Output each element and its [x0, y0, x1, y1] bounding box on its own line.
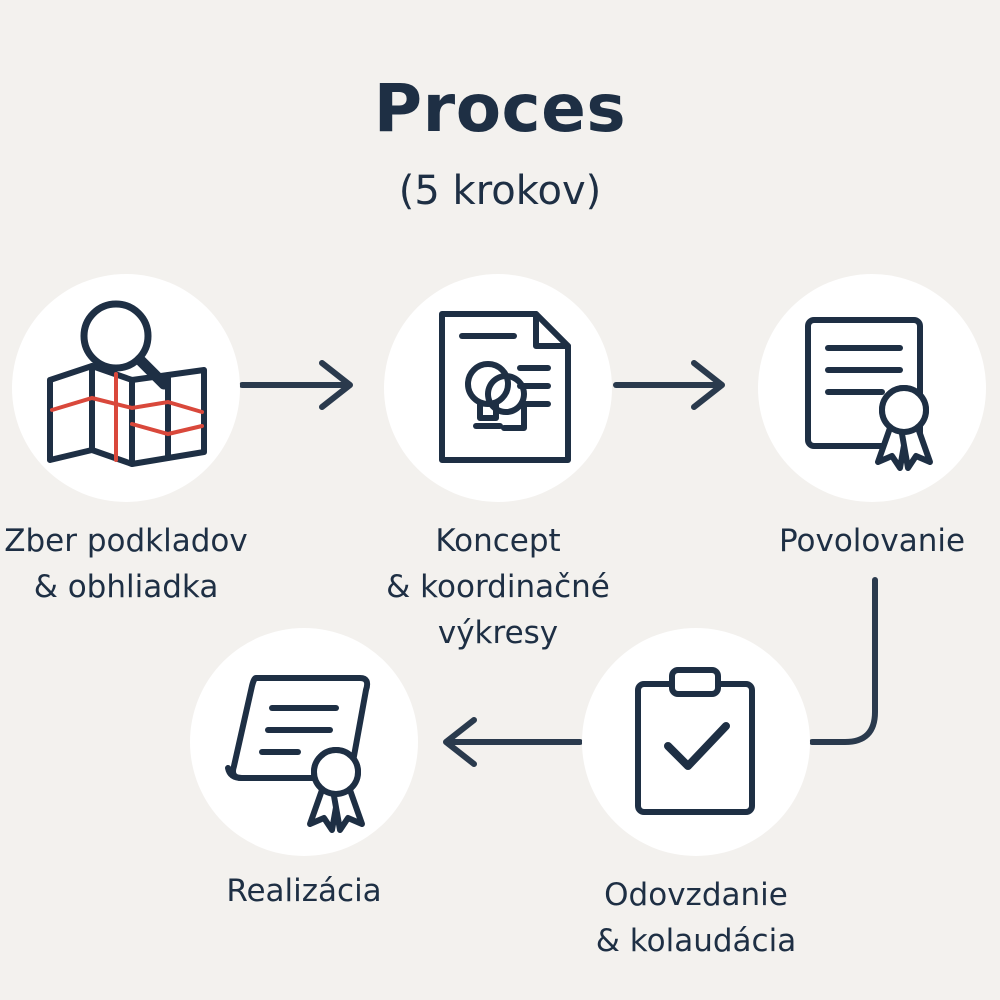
step-4-label-line2: & kolaudácia — [595, 923, 797, 959]
step-5-circle — [190, 628, 418, 856]
clipboard-check-icon — [635, 667, 755, 815]
document-lightbulb-icon — [439, 311, 571, 463]
certificate-document-icon — [805, 317, 933, 471]
diagram-subtitle: (5 krokov) — [398, 168, 602, 214]
arrow-step4-to-step5 — [443, 717, 583, 767]
step-2-label-line1: Koncept — [435, 523, 561, 559]
step-5-label: Realizácia — [164, 868, 444, 914]
step-1-label-line1: Zber podkladov — [4, 523, 248, 559]
step-2-circle — [384, 274, 612, 502]
step-4-label-line1: Odovzdanie — [604, 877, 788, 913]
step-1-circle — [12, 274, 240, 502]
arrow-step2-to-step3 — [613, 360, 725, 410]
step-3-label-line1: Povolovanie — [778, 523, 966, 559]
step-2-label: Koncept & koordinačné výkresy — [362, 518, 634, 656]
step-2-label-line3: výkresy — [437, 615, 559, 651]
step-3-label: Povolovanie — [734, 518, 1000, 564]
map-search-icon — [47, 300, 207, 467]
scroll-certificate-icon — [225, 675, 371, 833]
step-5-label-line1: Realizácia — [226, 873, 382, 909]
step-1-label: Zber podkladov & obhliadka — [0, 518, 262, 610]
step-1-label-line2: & obhliadka — [33, 569, 219, 605]
arrow-step1-to-step2 — [239, 360, 353, 410]
diagram-title: Proces — [373, 70, 627, 147]
step-4-circle — [582, 628, 810, 856]
step-2-label-line2: & koordinačné — [386, 569, 610, 605]
connector-step3-to-step4 — [809, 577, 878, 745]
step-3-circle — [758, 274, 986, 502]
step-4-label: Odovzdanie & kolaudácia — [556, 872, 836, 964]
